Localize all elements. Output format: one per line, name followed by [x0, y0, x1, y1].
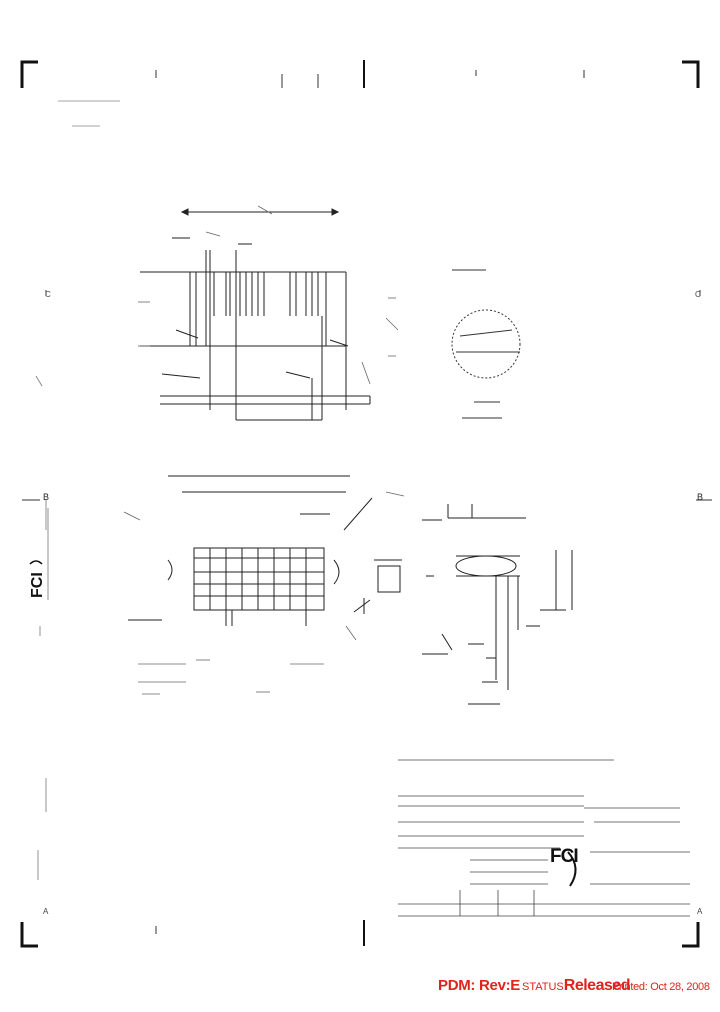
front-view [128, 475, 402, 626]
title-block-fci-logo [567, 851, 577, 887]
pdm-revision: PDM: Rev:E [438, 977, 521, 994]
header-faint-text [58, 100, 120, 127]
frame-corners [20, 60, 700, 948]
status-label: STATUS [522, 981, 564, 993]
svg-text:C: C [695, 290, 701, 299]
svg-text:A: A [697, 907, 703, 916]
print-footer: PDM: Rev:E STATUSReleased Printed: Oct 2… [0, 975, 720, 1005]
side-fci-logo: FCI [29, 560, 46, 598]
printed-date: Printed: Oct 28, 2008 [612, 981, 710, 993]
svg-text:B: B [43, 492, 49, 502]
svg-text:B: B [697, 492, 703, 502]
status-value: Released [563, 977, 631, 994]
front-view-dims [123, 491, 405, 695]
top-side-view-dims [138, 205, 399, 385]
left-margin-notes [35, 375, 47, 880]
cross-section-view [422, 504, 573, 705]
status-block: STATUSReleased [522, 977, 631, 995]
top-side-view [140, 208, 371, 421]
svg-text:A: A [43, 907, 49, 916]
frame-ticks [22, 70, 712, 944]
svg-text:FCI: FCI [29, 572, 46, 598]
fci-logo-text: FCI [550, 846, 579, 867]
top-detail-circle [451, 269, 521, 419]
svg-text:C: C [45, 290, 51, 299]
side-logo-caption [39, 508, 49, 636]
title-block [398, 759, 690, 917]
edge-labels: C C B B A A [43, 290, 703, 916]
